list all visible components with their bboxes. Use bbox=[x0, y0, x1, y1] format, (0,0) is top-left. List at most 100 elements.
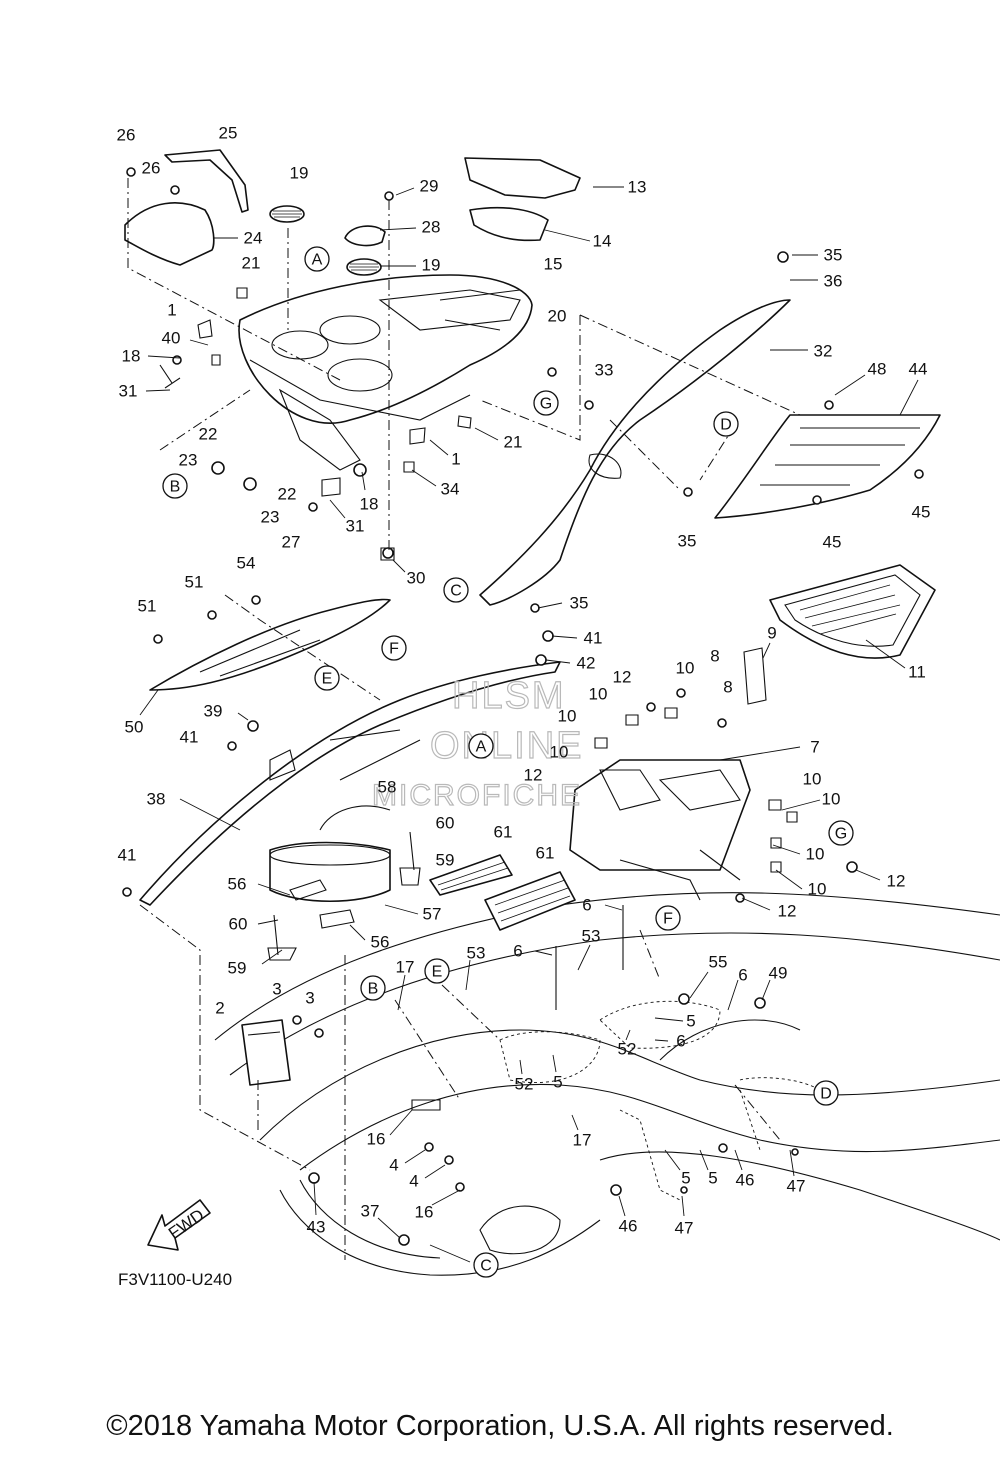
part-callout-57: 57 bbox=[423, 905, 442, 924]
part-callout-6: 6 bbox=[582, 896, 591, 915]
reference-circle bbox=[533, 390, 559, 416]
part-callout-10: 10 bbox=[558, 707, 577, 726]
part-callout-49: 49 bbox=[769, 964, 788, 983]
part-callout-39: 39 bbox=[204, 702, 223, 721]
upper-deck-assembly bbox=[238, 274, 533, 471]
part-callout-46: 46 bbox=[619, 1217, 638, 1236]
reference-letter: F bbox=[663, 911, 673, 928]
drawing-code: F3V1100-U240 bbox=[118, 1270, 232, 1289]
panel-50 bbox=[149, 598, 391, 691]
reference-letter: D bbox=[720, 417, 732, 434]
reference-letter: B bbox=[170, 479, 181, 496]
part-callout-35: 35 bbox=[570, 594, 589, 613]
reference-letter: F bbox=[389, 641, 399, 658]
reference-mark-d: D bbox=[813, 1080, 839, 1106]
reference-mark-c: C bbox=[473, 1252, 499, 1278]
part-callout-19: 19 bbox=[290, 164, 309, 183]
reference-circle bbox=[713, 411, 739, 437]
grommets bbox=[269, 205, 386, 276]
part-callout-26: 26 bbox=[117, 126, 136, 145]
reference-circle bbox=[828, 820, 854, 846]
part-callout-3: 3 bbox=[272, 980, 281, 999]
reference-circle bbox=[655, 905, 681, 931]
part-callout-41: 41 bbox=[584, 629, 603, 648]
reference-letter: E bbox=[432, 964, 443, 981]
reference-circle bbox=[162, 473, 188, 499]
part-callout-10: 10 bbox=[550, 743, 569, 762]
part-callout-60: 60 bbox=[436, 814, 455, 833]
part-callout-59: 59 bbox=[436, 851, 455, 870]
reference-circle bbox=[424, 958, 450, 984]
reference-circle bbox=[813, 1080, 839, 1106]
reference-letter: A bbox=[476, 739, 487, 756]
part-callout-10: 10 bbox=[806, 845, 825, 864]
part-callout-16: 16 bbox=[415, 1203, 434, 1222]
part-callout-21: 21 bbox=[242, 254, 261, 273]
part-callout-42: 42 bbox=[577, 654, 596, 673]
part-callout-10: 10 bbox=[808, 880, 827, 899]
part-callout-4: 4 bbox=[409, 1172, 418, 1191]
part-callout-23: 23 bbox=[179, 451, 198, 470]
part-callout-23: 23 bbox=[261, 508, 280, 527]
part-callout-1: 1 bbox=[451, 450, 460, 469]
part-callout-30: 30 bbox=[407, 569, 426, 588]
reference-mark-b: B bbox=[360, 975, 386, 1001]
part-callout-27: 27 bbox=[282, 533, 301, 552]
fasteners bbox=[122, 167, 924, 1246]
forward-arrow: FWD bbox=[147, 1199, 211, 1251]
part-callout-29: 29 bbox=[420, 177, 439, 196]
reference-circle bbox=[360, 975, 386, 1001]
part-callout-61: 61 bbox=[494, 823, 513, 842]
part-callout-5: 5 bbox=[681, 1169, 690, 1188]
reference-mark-g: G bbox=[533, 390, 559, 416]
reference-mark-a: A bbox=[304, 246, 330, 272]
watermark: HLSM ONLINE MICROFICHE bbox=[371, 674, 582, 812]
part-callout-17: 17 bbox=[573, 1131, 592, 1150]
part-callout-47: 47 bbox=[675, 1219, 694, 1238]
part-callout-12: 12 bbox=[887, 872, 906, 891]
part-callout-21: 21 bbox=[504, 433, 523, 452]
part-callout-4: 4 bbox=[389, 1156, 398, 1175]
hull-outline bbox=[214, 892, 1000, 1276]
part-callout-22: 22 bbox=[199, 425, 218, 444]
part-callout-55: 55 bbox=[709, 953, 728, 972]
reference-mark-f: F bbox=[655, 905, 681, 931]
part-callout-10: 10 bbox=[822, 790, 841, 809]
part-callout-18: 18 bbox=[122, 347, 141, 366]
exploded-parts-diagram: FWD HLSM ONLINE MICROFICHE 2625261929132… bbox=[117, 124, 1000, 1289]
part-callout-58: 58 bbox=[378, 778, 397, 797]
reference-mark-g: G bbox=[828, 820, 854, 846]
part-callout-6: 6 bbox=[513, 942, 522, 961]
reference-circle bbox=[473, 1252, 499, 1278]
reference-letter: G bbox=[540, 396, 552, 413]
part-callout-34: 34 bbox=[441, 480, 460, 499]
part-callout-35: 35 bbox=[678, 532, 697, 551]
assembly-lines bbox=[127, 178, 801, 1260]
reference-circle bbox=[304, 246, 330, 272]
case-2 bbox=[241, 1019, 291, 1086]
part-callout-11: 11 bbox=[908, 663, 926, 682]
part-callout-14: 14 bbox=[593, 232, 612, 251]
part-callout-10: 10 bbox=[803, 770, 822, 789]
part-callout-24: 24 bbox=[244, 229, 263, 248]
part-callout-9: 9 bbox=[767, 624, 776, 643]
part-callout-47: 47 bbox=[787, 1177, 806, 1196]
part-callout-12: 12 bbox=[613, 668, 632, 687]
part-callout-48: 48 bbox=[868, 360, 887, 379]
part-callout-25: 25 bbox=[219, 124, 238, 143]
part-callout-59: 59 bbox=[228, 959, 247, 978]
part-callout-26: 26 bbox=[142, 159, 161, 178]
seat-cover bbox=[464, 157, 581, 242]
part-callout-60: 60 bbox=[229, 915, 248, 934]
part-callout-52: 52 bbox=[515, 1075, 534, 1094]
side-panel-left bbox=[139, 661, 561, 906]
part-callout-56: 56 bbox=[371, 933, 390, 952]
part-callout-45: 45 bbox=[912, 503, 931, 522]
part-callout-2: 2 bbox=[215, 999, 224, 1018]
part-callout-38: 38 bbox=[147, 790, 166, 809]
part-callout-20: 20 bbox=[548, 307, 567, 326]
part-callout-52: 52 bbox=[618, 1040, 637, 1059]
copyright-notice: ©2018 Yamaha Motor Corporation, U.S.A. A… bbox=[106, 1410, 894, 1442]
reference-circle bbox=[381, 635, 407, 661]
